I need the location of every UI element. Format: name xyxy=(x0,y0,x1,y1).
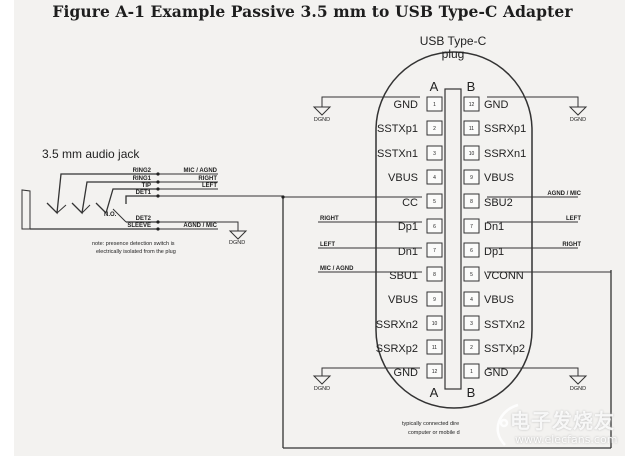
side-a-label-top: A xyxy=(430,79,439,94)
pin-a-num: 7 xyxy=(433,248,436,254)
pin-b-num: 10 xyxy=(469,151,475,157)
pin-a3-name: SSTXn1 xyxy=(377,148,418,160)
jack-signal-sleeve: AGND / MIC xyxy=(183,223,217,229)
pin-b3-name: SSTXn2 xyxy=(484,319,525,331)
plug-tongue xyxy=(444,88,462,390)
pin-b-num: 9 xyxy=(470,175,473,181)
pin-a-num: 9 xyxy=(433,297,436,303)
plug-title-line2: plug xyxy=(442,47,465,61)
pin-b-num: 4 xyxy=(470,297,473,303)
figure-title: Figure A-1 Example Passive 3.5 mm to USB… xyxy=(52,2,573,21)
jack-pin-sleeve: SLEEVE xyxy=(127,223,151,229)
jack-pin-det2: DET2 xyxy=(136,216,152,222)
dgnd-bottom-left: DGND xyxy=(314,386,330,392)
watermark-logo-icon xyxy=(496,403,525,446)
jack-note-line2: electrically isolated from the plug xyxy=(96,249,176,255)
pin-a9-name: VBUS xyxy=(388,294,418,306)
pin-a10-name: SSRXn2 xyxy=(376,319,418,331)
jack-pin-det1: DET1 xyxy=(136,190,152,196)
pin-b-num: 2 xyxy=(470,345,473,351)
pin-b-num: 6 xyxy=(470,248,473,254)
jack-signal-ring2: MIC / AGND xyxy=(184,168,218,174)
left-signal-sbu1: MIC / AGND xyxy=(320,266,354,272)
jack-signal-tip: LEFT xyxy=(202,183,217,189)
pin-a-num: 2 xyxy=(433,126,436,132)
pin-b-num: 1 xyxy=(470,369,473,375)
pin-boxes xyxy=(426,96,480,379)
pin-b-num: 8 xyxy=(470,199,473,205)
pin-a-num: 10 xyxy=(432,321,438,327)
ring2-contact xyxy=(46,173,158,215)
pin-b2-name: SSTXp2 xyxy=(484,343,525,355)
jack-pin-ring1: RING1 xyxy=(133,176,152,182)
plug-footnote-line2: computer or mobile d xyxy=(408,430,460,436)
pin-a2-name: SSTXp1 xyxy=(377,123,418,135)
pin-a8-name: SBU1 xyxy=(389,270,418,282)
jack-title: 3.5 mm audio jack xyxy=(42,147,140,161)
pin-b-num: 3 xyxy=(470,321,473,327)
pin-b8-name: SBU2 xyxy=(484,197,513,209)
pin-a5-name: CC xyxy=(402,197,418,209)
pin-a-num: 8 xyxy=(433,272,436,278)
dgnd-bottom-right: DGND xyxy=(570,386,586,392)
right-signal-dp1: RIGHT xyxy=(562,242,581,248)
pin-b-num: 12 xyxy=(469,102,475,108)
pin-a1-name: GND xyxy=(394,99,419,111)
dgnd-top-right: DGND xyxy=(570,117,586,123)
pin-a-num: 6 xyxy=(433,224,436,230)
pin-b-num: 7 xyxy=(470,224,473,230)
pin-b-num: 5 xyxy=(470,272,473,278)
pin-a-num: 3 xyxy=(433,151,436,157)
pin-b6-name: Dp1 xyxy=(484,246,504,258)
jack-note-line1: note: presence detection switch is xyxy=(92,241,175,247)
switch-blade xyxy=(112,208,127,223)
left-signal-dn1: LEFT xyxy=(320,242,335,248)
jack-sleeve-body xyxy=(21,189,31,230)
plug-outline xyxy=(375,51,533,409)
pin-a-num: 5 xyxy=(433,199,436,205)
side-b-label-bottom: B xyxy=(467,385,476,400)
pin-a-num: 12 xyxy=(432,369,438,375)
jack-signal-ring1: RIGHT xyxy=(198,176,217,182)
ring1-contact xyxy=(71,181,158,215)
pin-b1-name: GND xyxy=(484,367,509,379)
pin-b7-name: Dn1 xyxy=(484,221,504,233)
jack-pin-ring2: RING2 xyxy=(133,168,152,174)
pin-b5-name: VCONN xyxy=(484,270,524,282)
pin-a-num: 4 xyxy=(433,175,436,181)
pin-a4-name: VBUS xyxy=(388,172,418,184)
pin-b11-name: SSRXp1 xyxy=(484,123,526,135)
pin-b4-name: VBUS xyxy=(484,294,514,306)
pin-a-num: 11 xyxy=(432,345,437,351)
watermark-text: 电子发烧友 xyxy=(510,409,615,433)
plug-title-line1: USB Type-C xyxy=(420,34,487,48)
switch-label: N.O. xyxy=(104,212,117,218)
dgnd-top-left: DGND xyxy=(314,117,330,123)
figure-background xyxy=(14,0,625,456)
left-signal-dp1: RIGHT xyxy=(320,216,339,222)
right-signal-dn1: LEFT xyxy=(566,216,581,222)
det1-contact xyxy=(125,195,158,204)
pin-b10-name: SSRXn1 xyxy=(484,148,526,160)
side-a-label-bottom: A xyxy=(430,385,439,400)
watermark-url: www.elecfans.com xyxy=(515,433,618,446)
jack-dgnd-label: DGND xyxy=(229,240,245,246)
pin-b12-name: GND xyxy=(484,99,509,111)
tip-contact xyxy=(95,188,158,215)
pin-a-num: 1 xyxy=(433,102,436,108)
side-b-label-top: B xyxy=(467,79,476,94)
pin-b-num: 11 xyxy=(469,126,474,132)
pin-a7-name: Dn1 xyxy=(398,246,418,258)
right-signal-sbu2: AGND / MIC xyxy=(547,191,581,197)
pin-a12-name: GND xyxy=(394,367,419,379)
pin-a6-name: Dp1 xyxy=(398,221,418,233)
jack-pin-tip: TIP xyxy=(142,183,151,189)
pin-a11-name: SSRXp2 xyxy=(376,343,418,355)
plug-footnote-line1: typically connected dire xyxy=(402,421,459,427)
pin-b9-name: VBUS xyxy=(484,172,514,184)
